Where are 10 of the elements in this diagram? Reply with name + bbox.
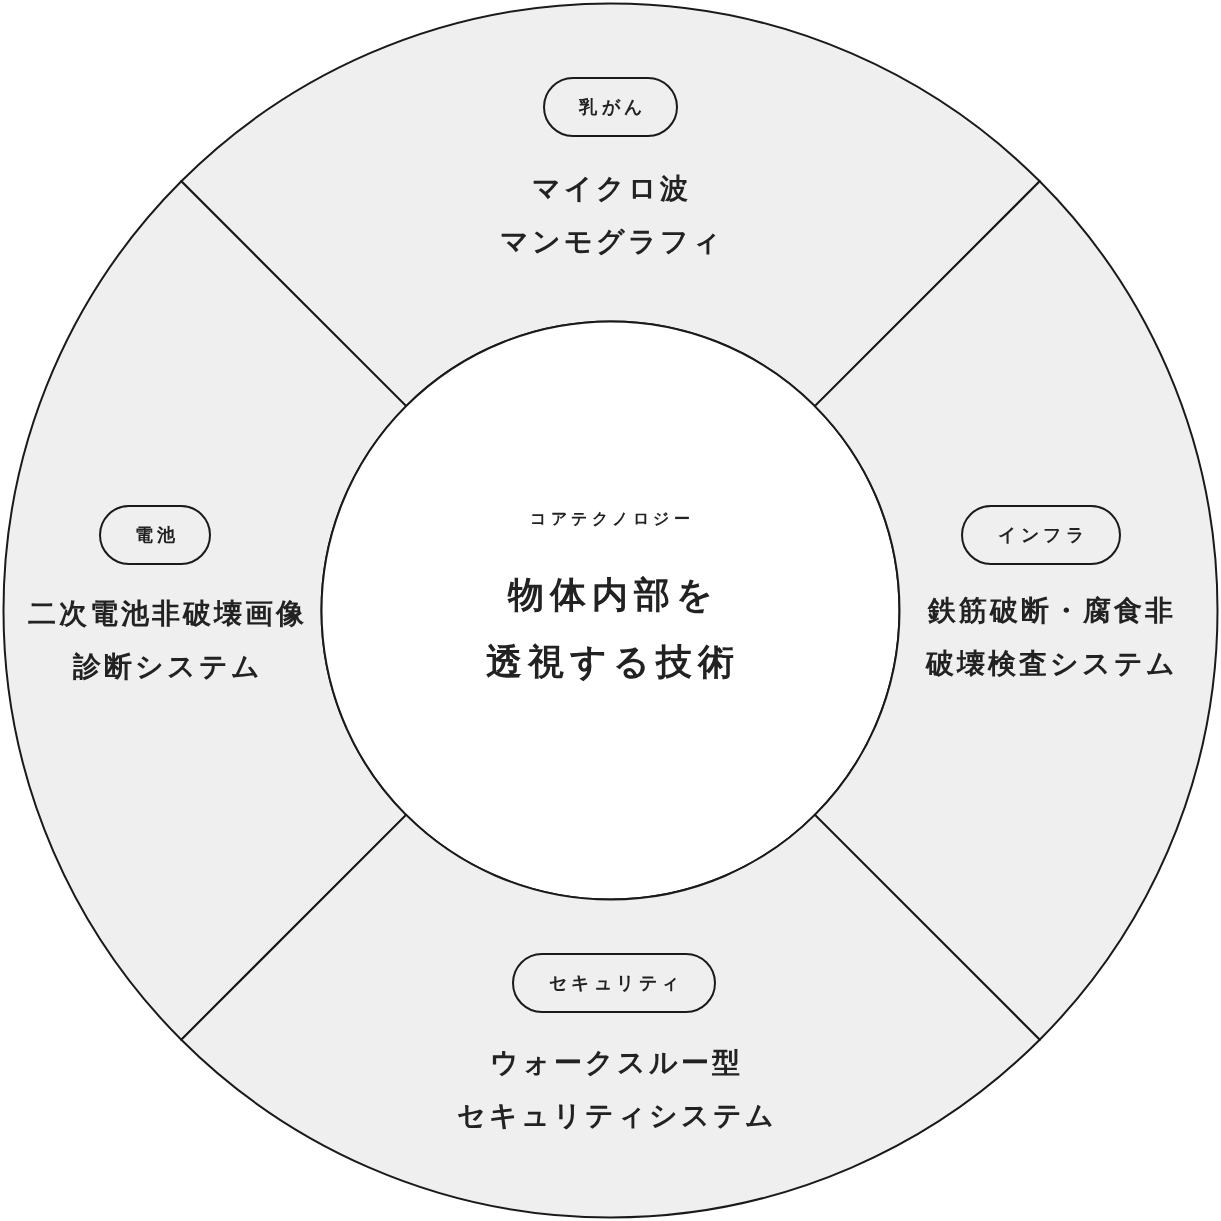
category-tag: セキュリティ: [512, 953, 716, 1013]
category-tag: 乳がん: [543, 77, 678, 137]
system-name: マイクロ波マンモグラフィ: [498, 170, 724, 260]
category-tag: 電池: [99, 505, 211, 565]
system-name: 二次電池非破壊画像診断システム: [27, 595, 307, 685]
small-heading: コアテクノロジー: [529, 508, 695, 530]
category-tag: インフラ: [961, 505, 1121, 565]
system-name: 鉄筋破断・腐食非破壊検査システム: [924, 592, 1178, 682]
center-heading: 物体内部を透視する技術: [485, 573, 740, 684]
system-name: ウォークスルー型セキュリティシステム: [455, 1044, 777, 1134]
